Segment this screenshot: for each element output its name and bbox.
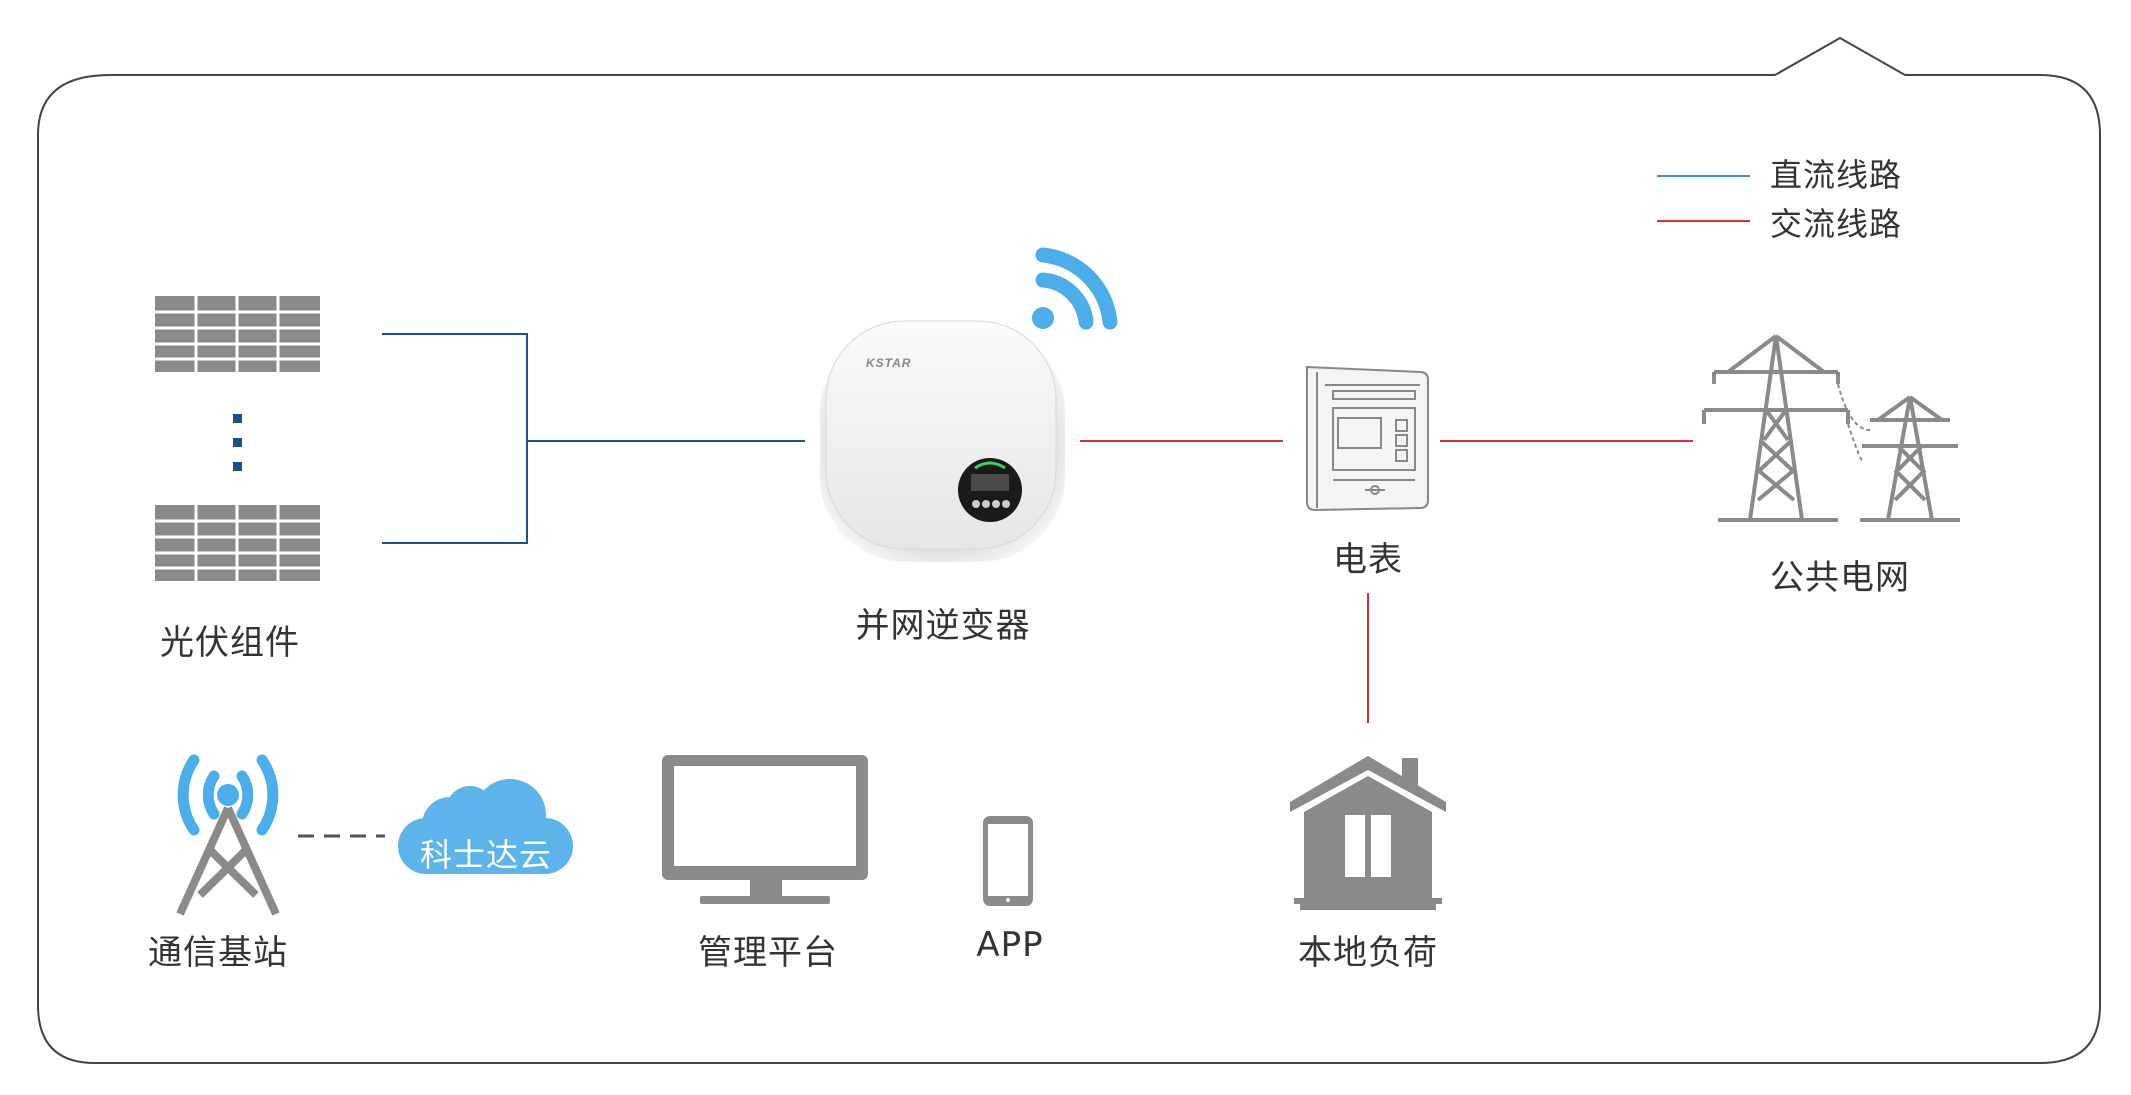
legend-ac-label: 交流线路	[1770, 205, 1903, 243]
grid-label: 公共电网	[1770, 558, 1910, 598]
diagram-frame	[37, 36, 2101, 1064]
ac-wiring	[1080, 440, 1693, 723]
power-lines-icon	[1837, 383, 1871, 461]
wifi-dot	[1032, 307, 1054, 329]
pv-ellipsis-icon	[233, 414, 242, 471]
power-tower-large-icon	[1702, 334, 1850, 522]
legend-dc-label: 直流线路	[1770, 156, 1903, 194]
pv-array-bottom-grid	[155, 505, 320, 581]
power-tower-small-icon	[1860, 395, 1960, 522]
house-icon	[1290, 756, 1446, 910]
base-station-icon	[176, 754, 280, 916]
load-label: 本地负荷	[1298, 933, 1438, 973]
meter-icon	[1306, 365, 1429, 512]
base-station-label: 通信基站	[148, 933, 288, 973]
dc-wiring	[382, 333, 805, 544]
meter-label: 电表	[1333, 540, 1403, 580]
cloud-label: 科士达云	[419, 836, 553, 874]
pv-label: 光伏组件	[160, 623, 300, 663]
platform-label: 管理平台	[698, 933, 838, 973]
app-label: APP	[976, 925, 1044, 965]
inverter-icon	[820, 320, 1065, 562]
inverter-label: 并网逆变器	[855, 606, 1031, 646]
phone-icon	[983, 816, 1033, 906]
cloud-icon	[398, 779, 573, 874]
pv-array-top-grid	[155, 296, 320, 372]
monitor-icon	[662, 755, 868, 904]
inverter-brand-label: KSTAR	[866, 356, 912, 370]
